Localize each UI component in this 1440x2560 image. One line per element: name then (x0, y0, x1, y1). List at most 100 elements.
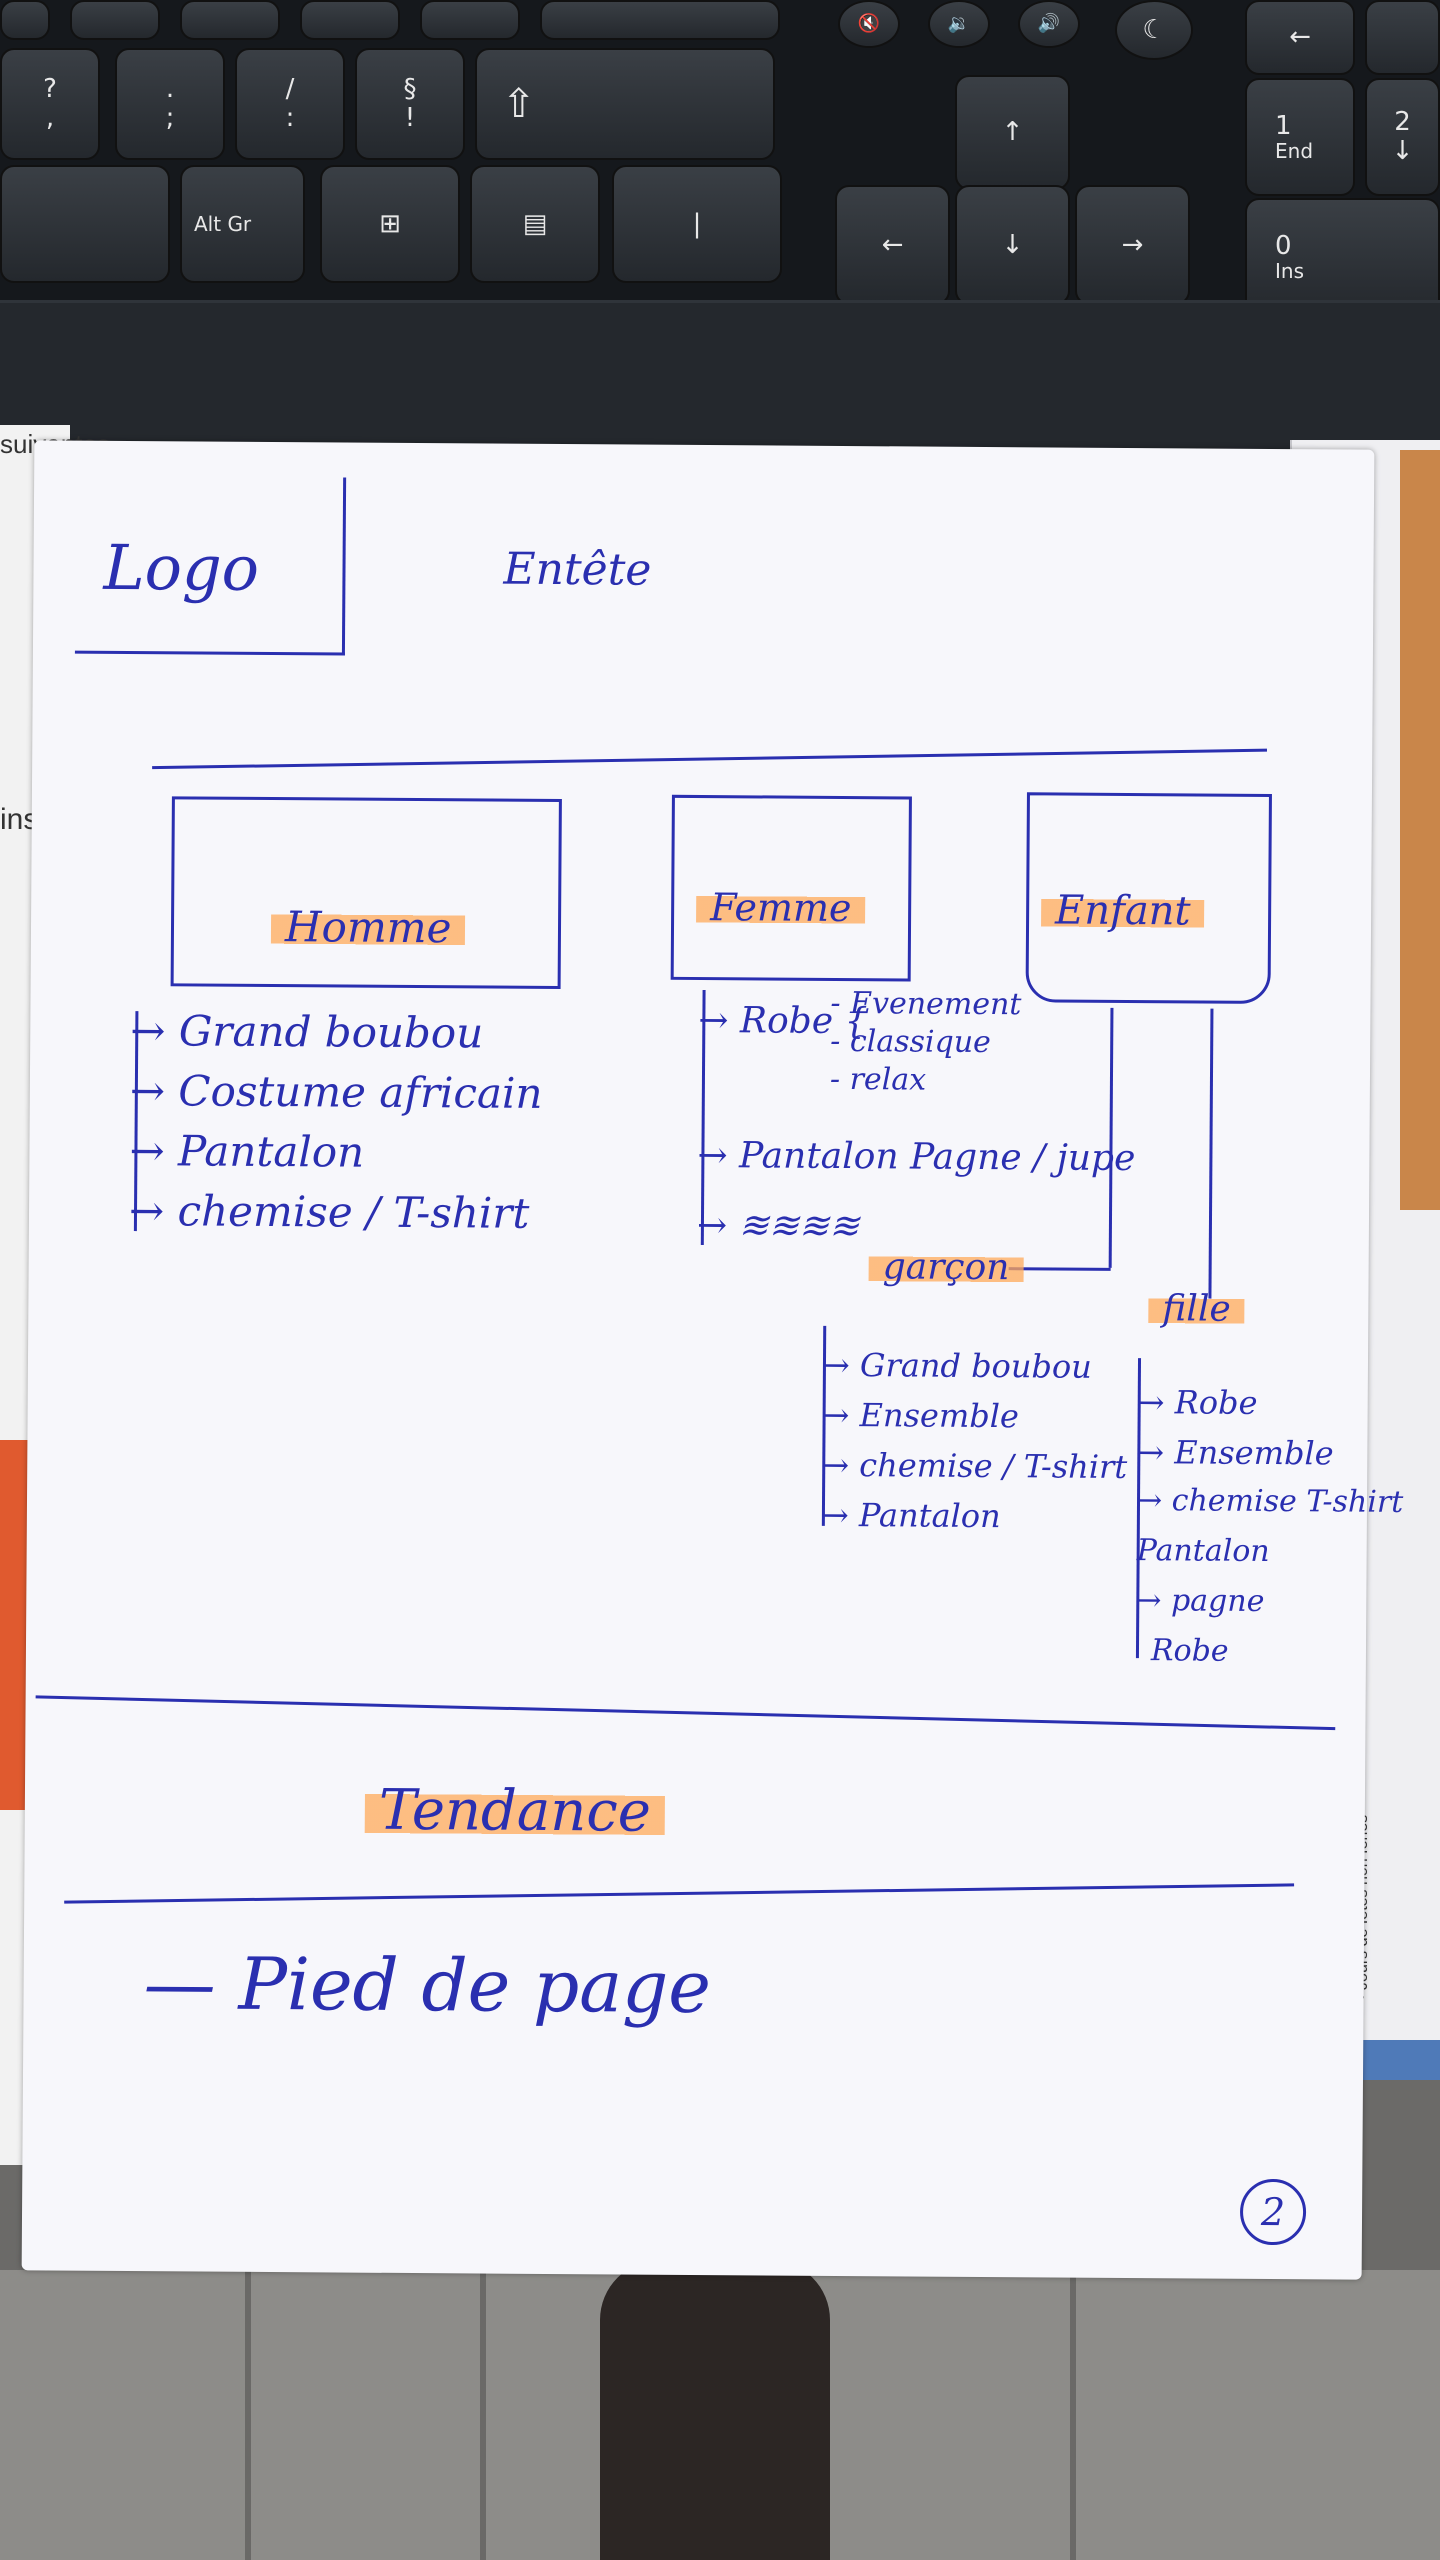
volume-up-icon: 🔊 (1037, 13, 1061, 35)
fille-item: → chemise T-shirt (1136, 1483, 1404, 1520)
garcon-item-text: chemise / T-shirt (859, 1446, 1128, 1486)
key-menu: ▤ (470, 165, 600, 283)
fille-item: Robe (1151, 1633, 1229, 1669)
key-section: §! (355, 48, 465, 160)
key-label: Alt Gr (194, 212, 252, 236)
key-vol-up: 🔊 (1018, 0, 1080, 48)
header-divider (152, 748, 1268, 770)
key-label: End (1275, 139, 1314, 164)
floor-tile-line (245, 2270, 251, 2560)
key-label: 1 (1275, 110, 1292, 141)
key-top-2 (70, 0, 160, 40)
fille-label: fille (1148, 1288, 1245, 1330)
fille-item: → Robe (1137, 1383, 1258, 1422)
footer-label: — Pied de page (143, 1941, 712, 2030)
homme-item-text: Grand boubou (178, 1006, 484, 1058)
key-label: § (403, 74, 417, 105)
garcon-item: → Pantalon (821, 1495, 1001, 1536)
fille-item: Pantalon (1137, 1533, 1270, 1569)
homme-item: → chemise / T-shirt (128, 1186, 530, 1238)
sketch-sheet: Logo Entête Homme → Grand boubou → Costu… (21, 440, 1403, 2280)
femme-robe-type: - classique (830, 1023, 991, 1061)
garcon-label: garçon (868, 1246, 1024, 1289)
tendance-divider-top (35, 1695, 1336, 1731)
femme-item: → Pantalon Pagne / jupe (697, 1134, 1136, 1180)
key-mute: 🔇 (838, 0, 900, 48)
arrow-up-icon: ↑ (1001, 117, 1024, 148)
key-label: 0 (1275, 230, 1292, 261)
key-top-5 (420, 0, 520, 40)
key-top-1 (0, 0, 50, 40)
key-vol-down: 🔉 (928, 0, 990, 48)
enfant-label: Enfant (1040, 887, 1205, 935)
homme-item: → Costume africain (129, 1066, 543, 1118)
page-number: 2 (1239, 2178, 1307, 2246)
keyboard: ?, .; /: §! ⇧ Alt Gr ⊞ ▤ | 🔇 🔉 🔊 ☾ ↑ ← ↓… (0, 0, 1440, 455)
key-label: , (45, 103, 55, 133)
key-dot: .; (115, 48, 225, 160)
moon-icon: ☾ (1142, 14, 1166, 45)
key-pipe: | (612, 165, 782, 283)
wooden-desk-edge (1400, 450, 1440, 1210)
key-label: ? (43, 74, 57, 105)
femme-item-text: Pantalon Pagne / jupe (738, 1135, 1136, 1180)
key-top-4 (300, 0, 400, 40)
homme-item-text: chemise / T-shirt (177, 1186, 530, 1238)
enfant-branch-right (1208, 1008, 1214, 1299)
arrow-down-icon: ↓ (1001, 229, 1024, 260)
femme-label: Femme (696, 884, 866, 931)
key-left-wide (0, 165, 170, 283)
fille-item: → Ensemble (1137, 1433, 1334, 1473)
keyboard-frame (0, 300, 1440, 455)
fille-item-text: Pantalon (1136, 1533, 1270, 1569)
femme-robe-text: Robe (739, 1000, 834, 1042)
mute-icon: 🔇 (857, 13, 881, 35)
footer-text: Pied de page (238, 1941, 712, 2030)
garcon-item-text: Grand boubou (859, 1346, 1093, 1386)
key-arrow-up: ↑ (955, 75, 1070, 190)
fille-item-text: pagne (1170, 1583, 1265, 1619)
homme-item: → Pantalon (129, 1126, 365, 1177)
key-altgr: Alt Gr (180, 165, 305, 283)
key-question: ?, (0, 48, 100, 160)
garcon-item-text: Ensemble (859, 1396, 1020, 1436)
key-label: / (285, 74, 295, 105)
fille-item-text: Ensemble (1174, 1433, 1334, 1473)
homme-item: → Grand boubou (130, 1006, 484, 1058)
garcon-item: → chemise / T-shirt (822, 1445, 1128, 1486)
volume-down-icon: 🔉 (947, 13, 971, 35)
key-label: 2 (1394, 107, 1411, 138)
homme-item-text: Pantalon (177, 1126, 365, 1177)
key-windows: ⊞ (320, 165, 460, 283)
logo-label: Logo (103, 530, 260, 605)
key-backspace: ← (1245, 0, 1355, 75)
foot-shadow (600, 2260, 830, 2560)
fille-item: → pagne (1136, 1583, 1265, 1619)
garcon-item-text: Pantalon (858, 1496, 1001, 1536)
tendance-divider-bottom (64, 1883, 1295, 1904)
tendance-label: Tendance (364, 1777, 666, 1845)
shift-icon: ⇧ (502, 81, 536, 127)
key-arrow-right: → (1075, 185, 1190, 305)
key-arrow-down: ↓ (955, 185, 1070, 305)
arrow-right-icon: → (1121, 229, 1144, 260)
key-label: ↓ (1391, 136, 1414, 166)
homme-box (170, 796, 562, 990)
homme-label: Homme (270, 902, 466, 953)
fille-item-text: chemise T-shirt (1171, 1483, 1404, 1520)
backspace-icon: ← (1289, 22, 1311, 53)
header-title: Entête (503, 543, 652, 596)
key-slash: /: (235, 48, 345, 160)
femme-robe-type: - Evenement (830, 985, 1022, 1023)
key-arrow-left: ← (835, 185, 950, 305)
arrow-left-icon: ← (881, 229, 904, 260)
key-label: Ins (1275, 259, 1304, 284)
key-label: : (285, 103, 295, 133)
key-top-3 (180, 0, 280, 40)
menu-icon: ▤ (522, 208, 548, 239)
key-two: 2↓ (1365, 78, 1440, 196)
femme-robe-type: - relax (829, 1061, 927, 1098)
key-shift: ⇧ (475, 48, 775, 160)
